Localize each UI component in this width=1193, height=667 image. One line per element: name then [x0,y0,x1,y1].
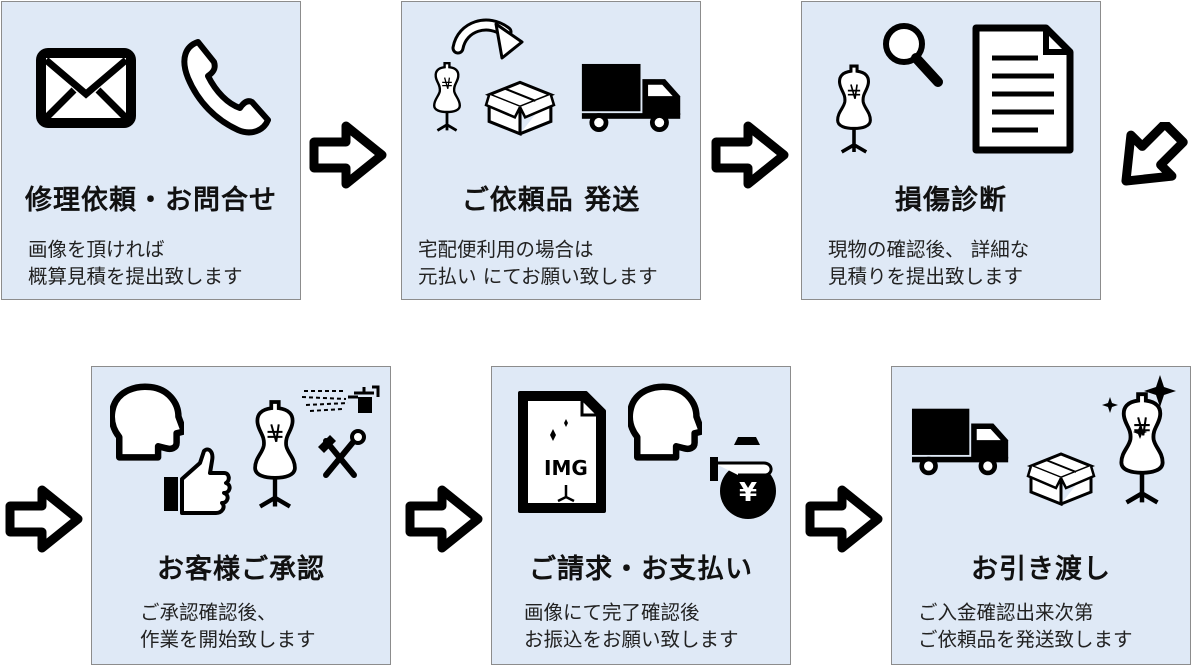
money-bag-icon: ¥ [710,437,776,519]
step-description: ご入金確認出来次第 ご依頼品を発送致します [918,599,1133,653]
step-2-shipping: ご依頼品 発送 宅配便利用の場合は 元払い にてお願い致します [401,1,701,300]
step-title: 修理依頼・お問合せ [25,185,277,216]
yen-symbol: ¥ [739,478,757,508]
head-icon [630,387,702,458]
description-line: ご依頼品を発送致します [918,628,1133,651]
description-line: 見積りを提出致します [828,265,1024,288]
phone-icon [181,39,271,136]
step-5-payment: IMG ¥ ご請求・お支払い 画像にて完了確認後 お振込をお願い致します [491,366,791,665]
description-line: 概算見積を提出致します [28,265,243,288]
step-description: 宅配便利用の場合は 元払い にてお願い致します [418,236,658,290]
description-line: 宅配便利用の場合は [418,238,594,261]
down-left-arrow-icon [1110,122,1190,192]
img-label: IMG [544,456,588,480]
sparkle-mannequin-icon [1102,375,1176,502]
step-title: ご請求・お支払い [529,554,753,585]
step-description: 現物の確認後、 詳細な 見積りを提出致します [828,236,1029,290]
step-description: 画像を頂ければ 概算見積を提出致します [28,236,243,290]
right-arrow-icon [308,120,388,190]
description-line: ご承認確認後、 [140,601,277,624]
truck-icon [912,409,1008,476]
step-3-diagnosis: 損傷診断 現物の確認後、 詳細な 見積りを提出致します [801,1,1101,300]
step-4-approval: お客様ご承認 ご承認確認後、 作業を開始致します [91,366,391,665]
right-arrow-icon [404,484,484,554]
curved-arrow-icon [451,18,524,60]
spray-icon [301,385,380,413]
description-line: 元払い にてお願い致します [418,265,658,288]
step-title: ご依頼品 発送 [461,185,641,216]
step-1-icons [36,39,271,136]
document-icon [972,24,1074,154]
step-3-icons [802,23,1074,162]
description-line: 画像にて完了確認後 [524,601,700,624]
head-icon [112,387,184,458]
step-title: 損傷診断 [895,185,1007,216]
thumbs-up-icon [164,447,232,515]
description-line: 画像を頂ければ [28,238,165,261]
mannequin-icon [434,63,460,130]
step-1-inquiry: 修理依頼・お問合せ 画像を頂ければ 概算見積を提出致します [1,1,301,300]
step-title: お客様ご承認 [157,554,325,585]
step-title: お引き渡し [971,554,1111,585]
description-line: 作業を開始致します [140,628,316,651]
truck-icon [582,64,680,132]
tools-icon [318,429,366,478]
image-file-icon: IMG [518,391,606,513]
step-5-icons: IMG ¥ [518,367,776,519]
box-icon [486,82,554,133]
mannequin-icon [255,402,295,507]
box-icon [1028,454,1094,504]
mannequin-icon [838,66,871,152]
step-6-delivery: お引き渡し ご入金確認出来次第 ご依頼品を発送致します [891,366,1191,665]
description-line: お振込をお願い致します [524,628,739,651]
step-4-icons [92,367,380,515]
description-line: 現物の確認後、 詳細な [828,238,1030,261]
step-2-icons [402,18,702,162]
magnifier-icon [883,23,943,87]
description-line: ご入金確認出来次第 [918,601,1094,624]
step-6-icons [892,375,1176,527]
right-arrow-icon [4,484,84,554]
right-arrow-icon [710,120,790,190]
step-description: ご承認確認後、 作業を開始致します [140,599,316,653]
step-description: 画像にて完了確認後 お振込をお願い致します [524,599,739,653]
envelope-icon [36,48,136,128]
right-arrow-icon [804,484,884,554]
